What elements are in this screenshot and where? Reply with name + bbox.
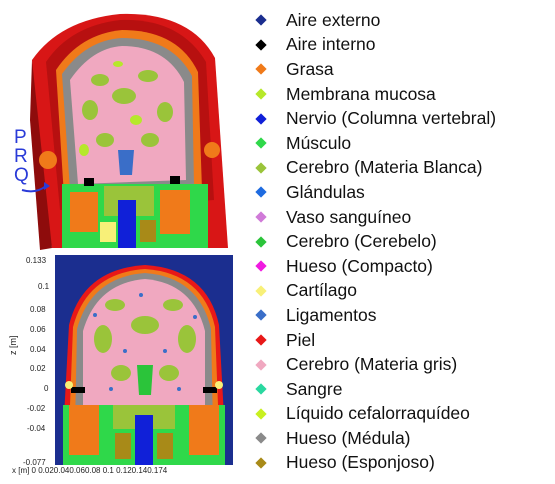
legend-item: Hueso (Esponjoso) — [250, 451, 550, 476]
legend-label: Cerebro (Materia Blanca) — [286, 157, 483, 178]
legend-marker-icon — [254, 13, 268, 27]
legend-label: Grasa — [286, 58, 334, 79]
legend-marker-icon — [254, 210, 268, 224]
legend-label: Aire externo — [286, 9, 381, 30]
z-tick: 0.1 — [38, 282, 50, 291]
legend-marker-icon — [254, 235, 268, 249]
legend-marker-icon — [254, 284, 268, 298]
legend-item: Aire interno — [250, 33, 550, 58]
legend-label: Cerebro (Materia gris) — [286, 354, 458, 375]
legend-label: Vaso sanguíneo — [286, 206, 412, 227]
legend-item: Líquido cefalorraquídeo — [250, 402, 550, 427]
legend-label: Nervio (Columna vertebral) — [286, 108, 497, 129]
legend-marker-icon — [254, 185, 268, 199]
head-2d-slice — [55, 255, 233, 465]
legend-item: Sangre — [250, 377, 550, 402]
legend-item: Cerebro (Cerebelo) — [250, 229, 550, 254]
prq-letter-q: Q — [14, 165, 29, 186]
legend-item: Músculo — [250, 131, 550, 156]
legend-marker-icon — [254, 407, 268, 421]
legend-marker-icon — [254, 456, 268, 470]
legend-label: Hueso (Esponjoso) — [286, 452, 435, 473]
legend-item: Ligamentos — [250, 303, 550, 328]
legend-item: Piel — [250, 328, 550, 353]
legend-item: Hueso (Compacto) — [250, 254, 550, 279]
legend-item: Vaso sanguíneo — [250, 205, 550, 230]
z-tick: 0 — [44, 384, 49, 393]
z-tick: 0.133 — [26, 256, 47, 265]
legend-item: Membrana mucosa — [250, 82, 550, 107]
legend-marker-icon — [254, 62, 268, 76]
legend-label: Hueso (Médula) — [286, 427, 411, 448]
legend-item: Aire externo — [250, 8, 550, 33]
prq-letter-p: P — [14, 127, 27, 148]
legend-label: Cartílago — [286, 280, 358, 301]
legend-label: Piel — [286, 329, 316, 350]
legend-item: Grasa — [250, 57, 550, 82]
z-tick: 0.02 — [30, 364, 46, 373]
legend-marker-icon — [254, 112, 268, 126]
legend-marker-icon — [254, 308, 268, 322]
x-axis-label: x [m] 0 0.020.040.060.08 0.1 0.120.140.1… — [12, 466, 168, 475]
legend-label: Ligamentos — [286, 304, 377, 325]
legend-item: Cartílago — [250, 279, 550, 304]
legend-item: Nervio (Columna vertebral) — [250, 106, 550, 131]
legend-marker-icon — [254, 136, 268, 150]
z-tick: 0.06 — [30, 325, 46, 334]
z-tick: -0.02 — [27, 404, 46, 413]
legend-item: Cerebro (Materia gris) — [250, 352, 550, 377]
legend-marker-icon — [254, 358, 268, 372]
legend-label: Músculo — [286, 132, 352, 153]
legend-item: Hueso (Médula) — [250, 426, 550, 451]
prq-letter-r: R — [14, 146, 28, 167]
head-3d-model — [21, 13, 228, 250]
legend-label: Cerebro (Cerebelo) — [286, 231, 437, 252]
z-tick: -0.077 — [23, 458, 46, 467]
legend-marker-icon — [254, 161, 268, 175]
legend-marker-icon — [254, 431, 268, 445]
legend-label: Aire interno — [286, 34, 376, 55]
legend-marker-icon — [254, 333, 268, 347]
legend-label: Glándulas — [286, 181, 365, 202]
legend-item: Cerebro (Materia Blanca) — [250, 156, 550, 181]
z-axis-label: z [m] — [8, 335, 18, 356]
legend-label: Líquido cefalorraquídeo — [286, 403, 470, 424]
legend-marker-icon — [254, 259, 268, 273]
z-tick: -0.04 — [27, 424, 46, 433]
legend-marker-icon — [254, 38, 268, 52]
legend-marker-icon — [254, 87, 268, 101]
legend-label: Membrana mucosa — [286, 83, 436, 104]
legend-label: Hueso (Compacto) — [286, 255, 433, 276]
legend-label: Sangre — [286, 378, 343, 399]
legend-item: Glándulas — [250, 180, 550, 205]
z-tick: 0.04 — [30, 345, 46, 354]
z-tick: 0.08 — [30, 305, 46, 314]
legend-marker-icon — [254, 382, 268, 396]
